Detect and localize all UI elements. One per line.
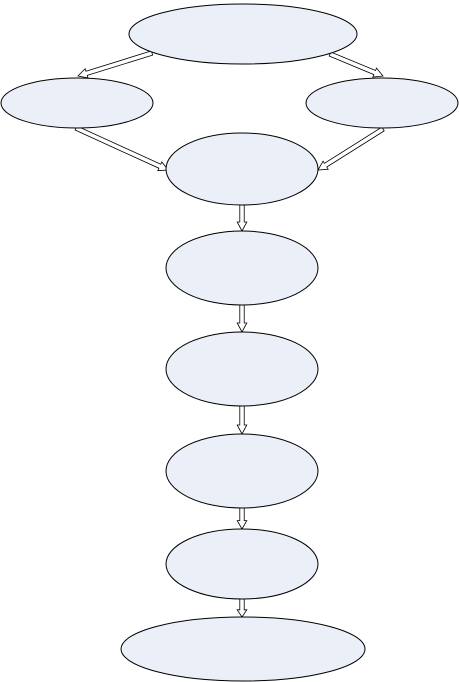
- arrow-right-to-merge: [317, 126, 385, 171]
- node-top-ellipse: [128, 3, 358, 65]
- node-step-1: [165, 230, 319, 306]
- node-step-2-ellipse: [165, 331, 319, 407]
- arrow-top-to-right: [328, 51, 384, 78]
- arrow-top-to-left: [77, 50, 154, 79]
- node-bottom-ellipse: [120, 616, 366, 682]
- node-right-ellipse: [305, 77, 459, 129]
- node-step-4-ellipse: [165, 528, 319, 600]
- node-merge-ellipse: [165, 132, 319, 206]
- arrow-left-to-merge: [74, 125, 169, 172]
- node-step-3: [165, 433, 319, 509]
- node-step-2: [165, 331, 319, 407]
- node-step-3-ellipse: [165, 433, 319, 509]
- arrow-step-2-to-step-3: [236, 405, 248, 435]
- nodes-layer: [0, 3, 459, 682]
- node-right: [305, 77, 459, 129]
- node-top: [128, 3, 358, 65]
- arrow-step-3-to-step-4: [236, 507, 248, 530]
- edges-layer: [74, 50, 385, 618]
- node-step-4: [165, 528, 319, 600]
- node-left: [0, 77, 154, 129]
- arrow-step-1-to-step-2: [236, 304, 248, 333]
- arrow-merge-to-step-1: [236, 204, 248, 232]
- node-merge: [165, 132, 319, 206]
- node-left-ellipse: [0, 77, 154, 129]
- arrow-step-4-to-bottom: [236, 598, 248, 618]
- node-bottom: [120, 616, 366, 682]
- node-step-1-ellipse: [165, 230, 319, 306]
